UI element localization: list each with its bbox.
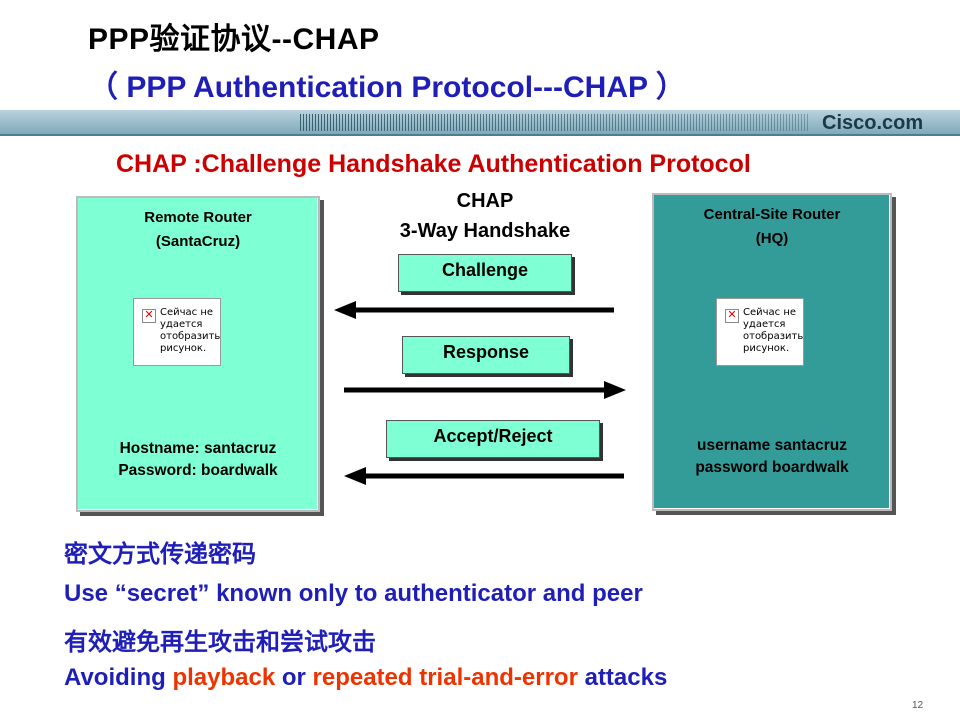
response-arrow-right-icon bbox=[344, 381, 626, 399]
bullet-en-2-part: attacks bbox=[577, 664, 668, 691]
accept-reject-label: Accept/Reject bbox=[386, 420, 600, 458]
central-router-name-line2: (HQ) bbox=[755, 230, 789, 247]
bullet-en-2-part: Avoiding bbox=[64, 664, 173, 691]
bullet-en-2-highlight: repeated trial-and-error bbox=[312, 664, 578, 691]
bullet-en-1: Use “secret” known only to authenticator… bbox=[64, 580, 643, 607]
challenge-label: Challenge bbox=[398, 254, 572, 292]
bullet-en-2-part: or bbox=[275, 664, 313, 691]
cisco-logo[interactable]: Cisco.com bbox=[822, 112, 924, 134]
page-number: 12 bbox=[912, 700, 924, 711]
remote-router-name: Remote Router (SantaCruz) bbox=[78, 206, 318, 254]
handshake-label-line1: CHAP bbox=[456, 190, 514, 212]
central-router-name-line1: Central-Site Router bbox=[703, 206, 841, 223]
slide-title: PPP验证协议--CHAP bbox=[88, 23, 380, 56]
handshake-label: CHAP 3-Way Handshake bbox=[360, 186, 610, 246]
remote-router-name-line2: (SantaCruz) bbox=[155, 233, 241, 250]
challenge-arrow-left-icon bbox=[334, 301, 614, 319]
central-username: username santacruz bbox=[697, 437, 847, 454]
bullet-cn-1: 密文方式传递密码 bbox=[64, 541, 256, 568]
remote-hostname: Hostname: santacruz bbox=[119, 440, 277, 457]
bullet-cn-2: 有效避免再生攻击和尝试攻击 bbox=[64, 629, 376, 656]
bullet-en-2: Avoiding playback or repeated trial-and-… bbox=[64, 664, 667, 692]
header-barcode-decoration bbox=[300, 114, 810, 131]
remote-password: Password: boardwalk bbox=[118, 462, 278, 479]
bullet-en-2-highlight: playback bbox=[172, 664, 276, 691]
broken-image-icon: ✕ bbox=[142, 309, 156, 323]
header-divider bbox=[0, 134, 960, 136]
broken-image-icon: ✕ bbox=[725, 309, 739, 323]
accept-arrow-left-icon bbox=[344, 467, 624, 485]
remote-router-name-line1: Remote Router bbox=[144, 209, 252, 226]
central-router-credentials: username santacruz password boardwalk bbox=[654, 435, 890, 479]
subtitle: CHAP :Challenge Handshake Authentication… bbox=[116, 150, 751, 178]
central-password: password boardwalk bbox=[695, 459, 849, 476]
slide-title-english: （ PPP Authentication Protocol---CHAP ） bbox=[88, 71, 686, 104]
remote-router-credentials: Hostname: santacruz Password: boardwalk bbox=[78, 438, 318, 482]
response-label: Response bbox=[402, 336, 570, 374]
handshake-label-line2: 3-Way Handshake bbox=[399, 220, 571, 242]
central-router-name: Central-Site Router (HQ) bbox=[654, 203, 890, 251]
